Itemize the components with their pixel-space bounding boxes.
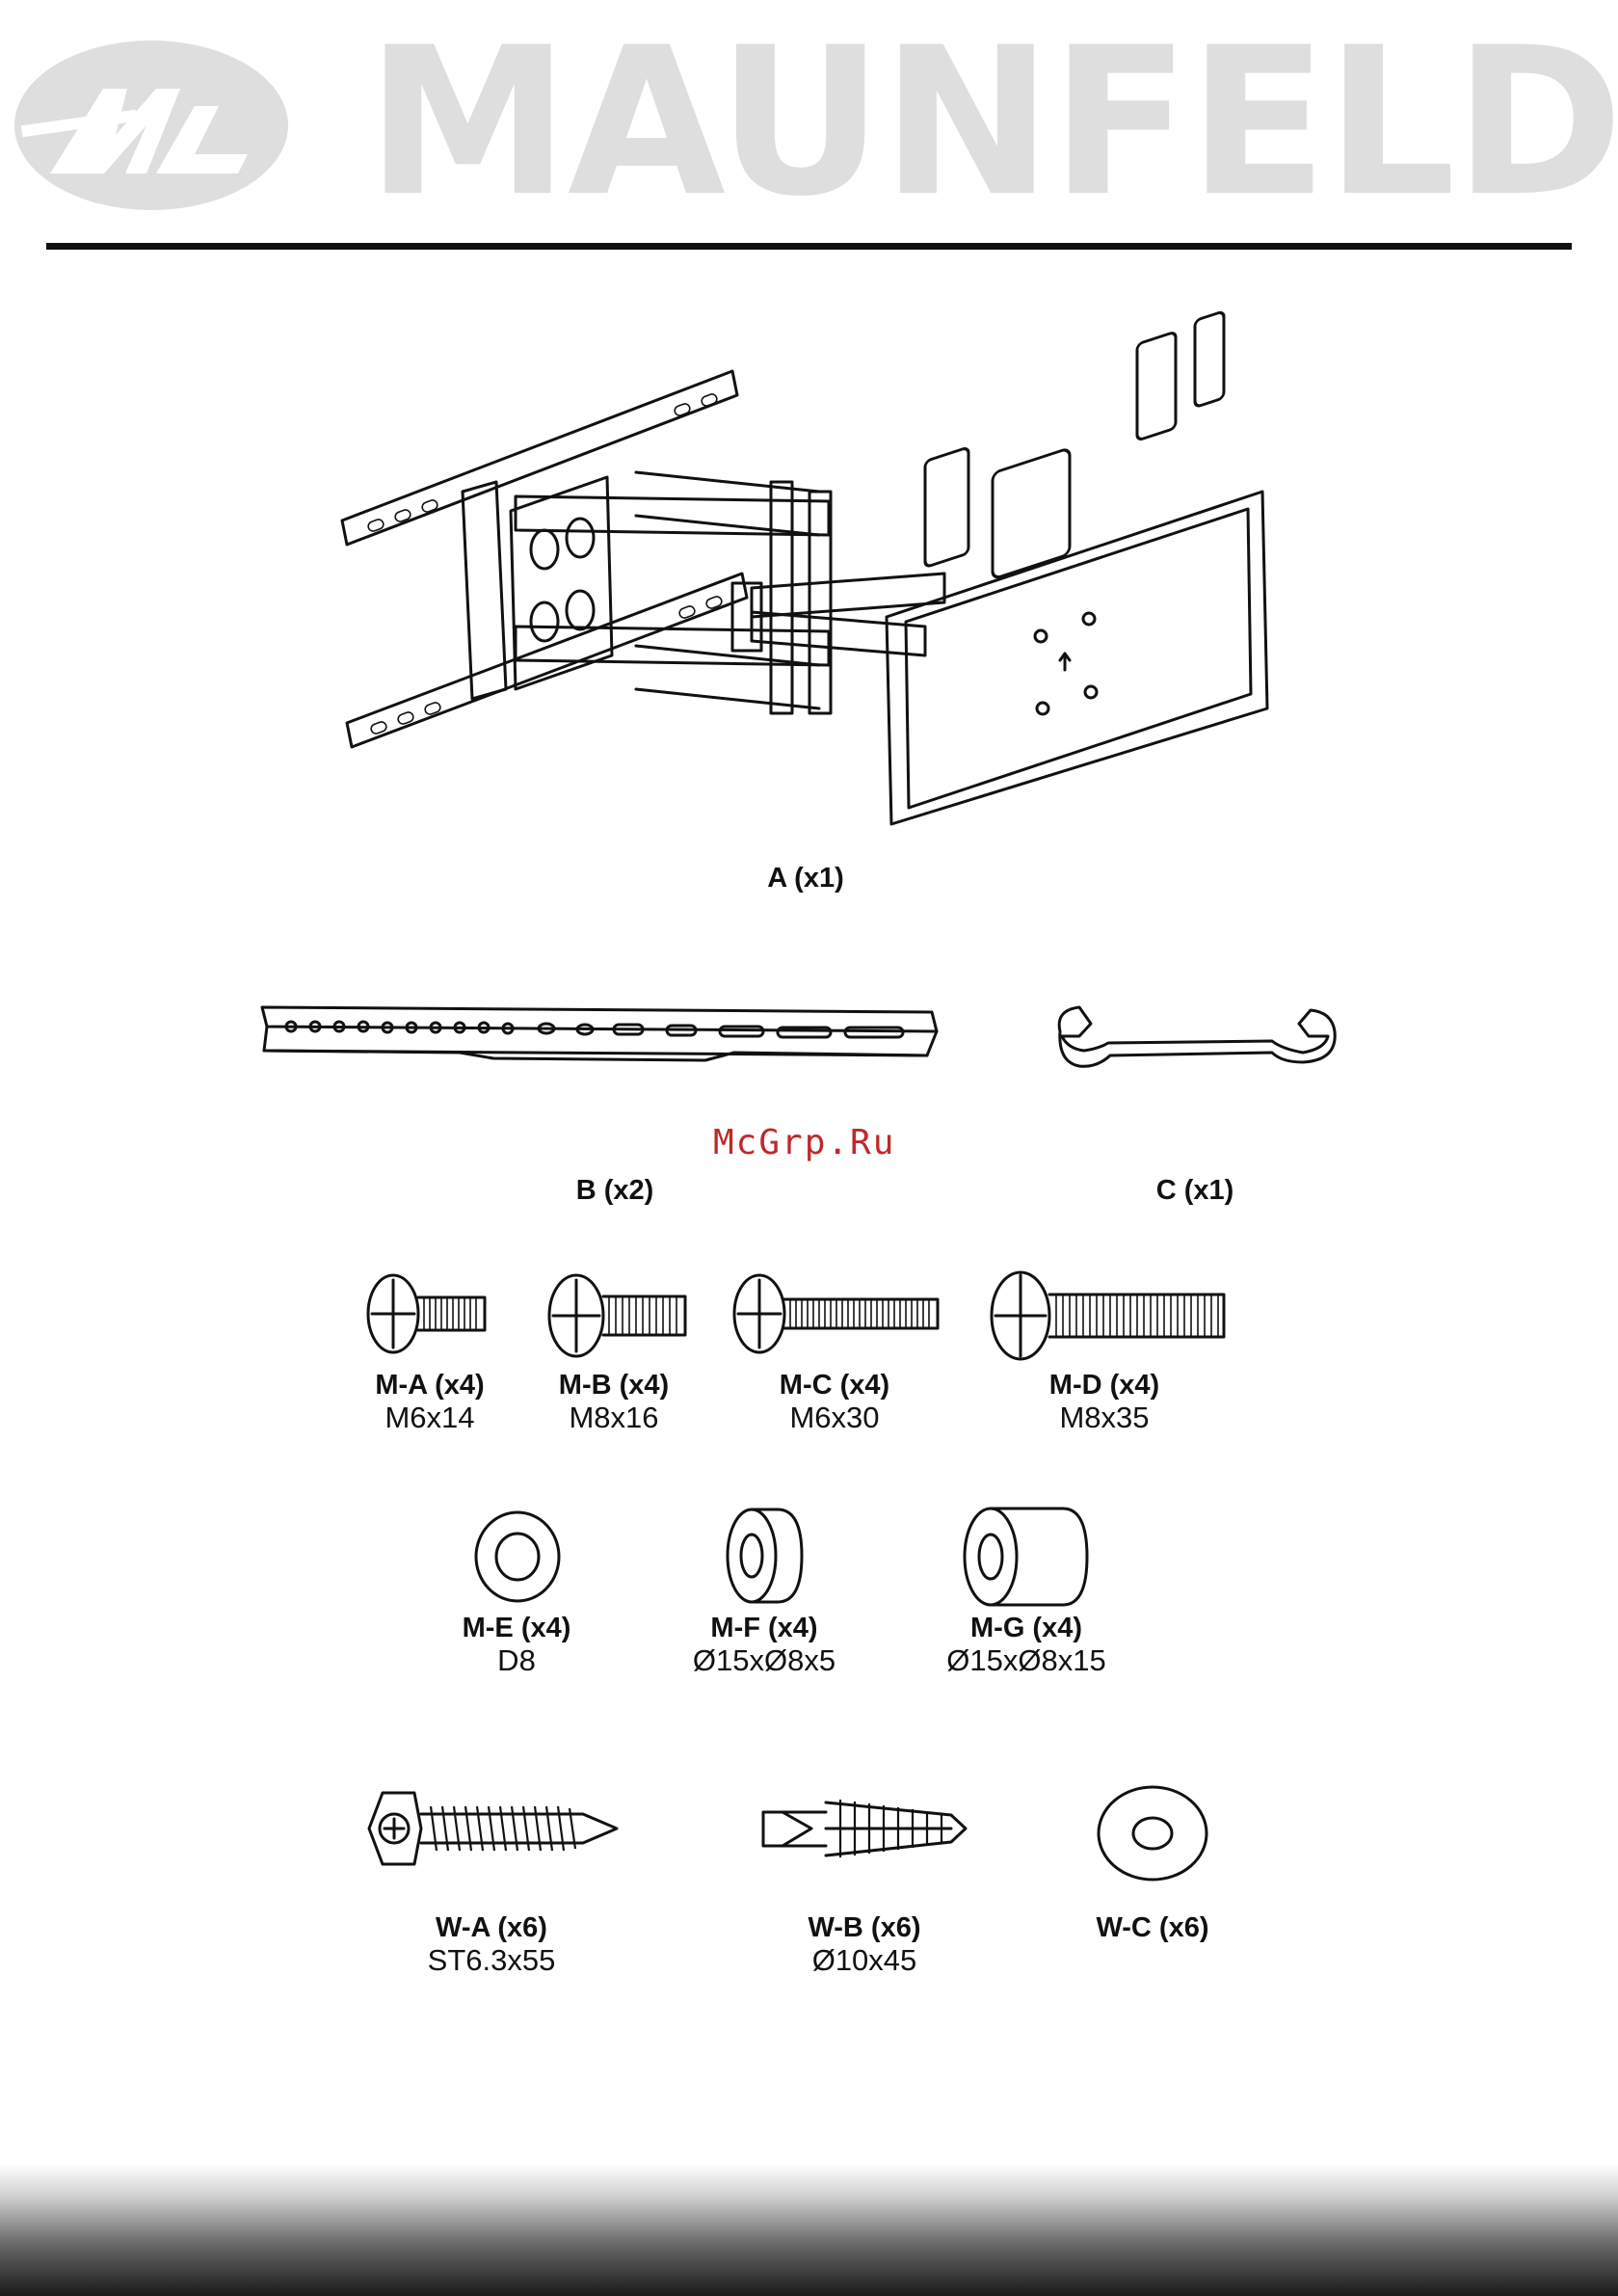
screw-icon: [545, 1270, 690, 1362]
part-spec: M8x16: [559, 1402, 669, 1434]
part-label: W-C (x6): [1096, 1911, 1208, 1944]
footer-band: [0, 2164, 1618, 2296]
part-ma-label: M-A (x4) M6x14: [375, 1369, 484, 1434]
part-spec: M6x14: [375, 1402, 484, 1434]
part-spec: Ø15xØ8x15: [946, 1644, 1105, 1677]
part-a-label: A (x1): [767, 862, 844, 894]
part-label: M-B (x4): [559, 1369, 669, 1402]
part-label: C (x1): [1156, 1174, 1234, 1207]
part-label: B (x2): [576, 1174, 654, 1207]
lag-bolt-icon: [361, 1783, 622, 1875]
part-label: M-D (x4): [1049, 1369, 1159, 1402]
part-spec: D8: [463, 1644, 571, 1677]
mounting-bracket-rail-icon: [252, 993, 942, 1070]
part-c-label: C (x1): [1156, 1174, 1234, 1207]
screw-icon: [988, 1268, 1229, 1364]
part-label: M-F (x4): [693, 1612, 836, 1644]
part-label: M-E (x4): [463, 1612, 571, 1644]
screw-icon: [364, 1270, 490, 1357]
part-label: W-A (x6): [428, 1911, 556, 1944]
wall-anchor-icon: [758, 1788, 970, 1870]
part-b-label: B (x2): [576, 1174, 654, 1207]
part-spec: M6x30: [780, 1402, 889, 1434]
brand-wordmark: MAUNFELD: [366, 12, 1618, 233]
part-me-label: M-E (x4) D8: [463, 1612, 571, 1677]
part-wb-label: W-B (x6) Ø10x45: [808, 1911, 920, 1977]
part-spec: Ø15xØ8x5: [693, 1644, 836, 1677]
part-label: M-G (x4): [946, 1612, 1105, 1644]
spacer-icon: [725, 1506, 807, 1607]
part-mc-label: M-C (x4) M6x30: [780, 1369, 889, 1434]
screw-icon: [730, 1270, 942, 1357]
part-label: M-A (x4): [375, 1369, 484, 1402]
header-divider: [46, 243, 1572, 250]
maunfeld-m-logo-icon: [12, 29, 291, 222]
part-label: W-B (x6): [808, 1911, 920, 1944]
part-spec: Ø10x45: [808, 1944, 920, 1977]
part-mg-label: M-G (x4) Ø15xØ8x15: [946, 1612, 1105, 1677]
part-mb-label: M-B (x4) M8x16: [559, 1369, 669, 1434]
part-spec: M8x35: [1049, 1402, 1159, 1434]
part-label: A (x1): [767, 862, 844, 894]
part-label: M-C (x4): [780, 1369, 889, 1402]
part-wa-label: W-A (x6) ST6.3x55: [428, 1911, 556, 1977]
spacer-icon: [962, 1504, 1092, 1610]
wrench-icon: [1050, 1002, 1339, 1075]
part-mf-label: M-F (x4) Ø15xØ8x5: [693, 1612, 836, 1677]
watermark-text: McGrp.Ru: [713, 1123, 895, 1162]
washer-icon: [1095, 1783, 1210, 1884]
tv-wall-mount-arm-icon: [328, 366, 1291, 829]
washer-icon: [472, 1508, 564, 1605]
part-md-label: M-D (x4) M8x35: [1049, 1369, 1159, 1434]
part-wc-label: W-C (x6): [1096, 1911, 1208, 1944]
part-spec: ST6.3x55: [428, 1944, 556, 1977]
